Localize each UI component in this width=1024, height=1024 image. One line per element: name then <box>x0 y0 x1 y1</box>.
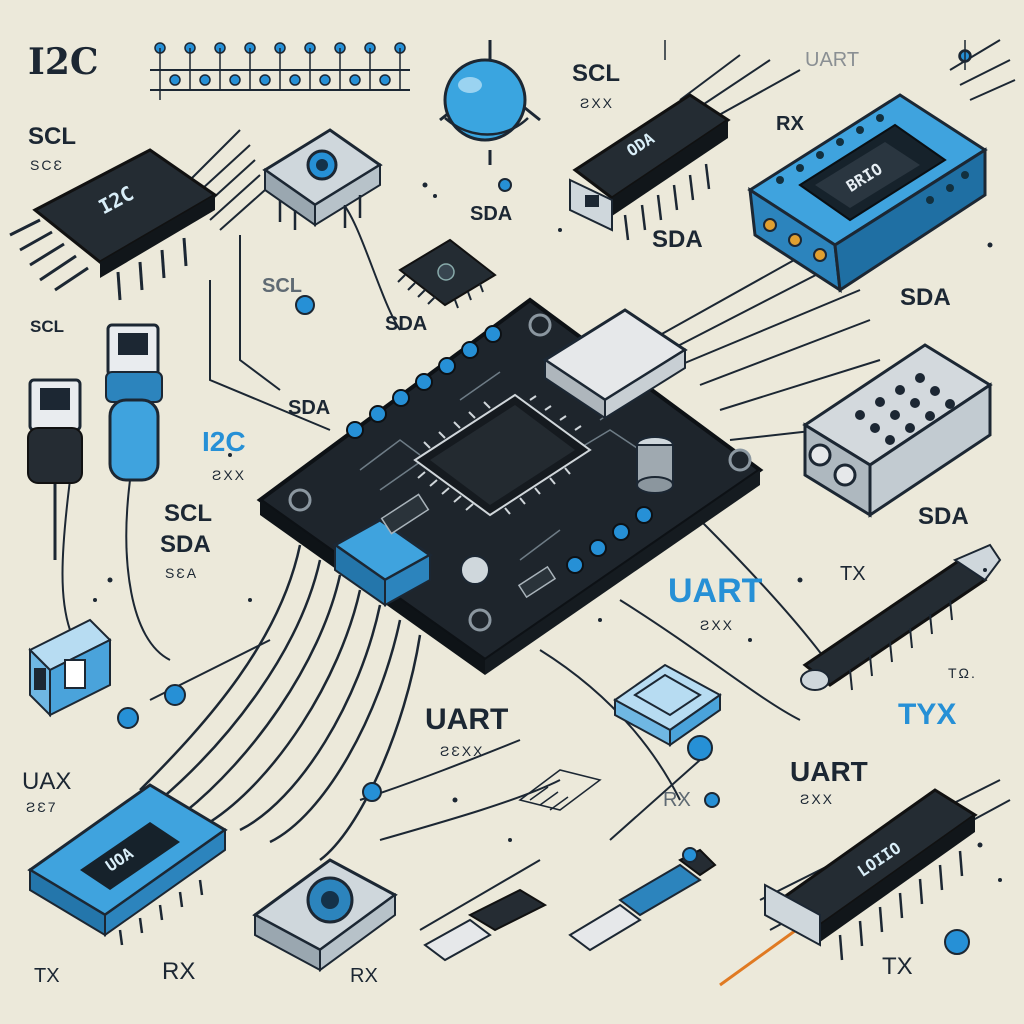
label-sda-mid3: SDA <box>385 313 428 335</box>
usb-module-bottom-left <box>27 783 228 946</box>
label-sda-stack-sub: SƐA <box>165 565 199 581</box>
label-tq-right: TΩ. <box>948 665 977 681</box>
label-uart-lower-right: UART <box>790 756 868 787</box>
sensor-module-top <box>262 128 383 230</box>
usb-cable-left <box>27 378 83 560</box>
label-uart-right-sub: ƧXX <box>700 617 735 633</box>
qfp-chip-small <box>397 238 497 309</box>
label-sda-lower-left: SDA <box>288 397 331 419</box>
label-uart-right: UART <box>668 572 763 610</box>
label-rx-bottom-left: RX <box>162 958 196 985</box>
usb-plug-bottom-2 <box>568 848 717 952</box>
label-uart-center: UART <box>425 703 509 736</box>
label-scl-mid: SCL <box>262 275 302 297</box>
wire-bundle-lower-left <box>139 544 422 861</box>
label-sda-stack: SDA <box>160 531 211 558</box>
label-tx-bottom-right: TX <box>882 953 913 980</box>
connector-block-center <box>613 663 722 747</box>
label-uart-center-sub: ƧƐXX <box>440 743 485 759</box>
sensor-module-bottom <box>252 858 398 972</box>
i2c-node-strip <box>150 42 410 100</box>
label-scl-left-sub: SCƐ <box>30 157 64 173</box>
label-i2c-center: I2C <box>202 426 246 457</box>
schematic-fragments <box>518 40 972 811</box>
usb-plug-bottom-1 <box>423 888 548 962</box>
label-sda-right1: SDA <box>900 284 951 311</box>
main-dev-board <box>256 297 764 675</box>
label-scl-far-left: SCL <box>30 317 64 336</box>
sensor-orb <box>439 40 541 165</box>
label-uax-left: UAX <box>22 768 72 795</box>
label-uax-left-sub: ƧƐ7 <box>26 799 58 815</box>
brio-module <box>747 93 988 293</box>
label-scl-top-sub: ƧXX <box>580 95 615 111</box>
sensor-box-right <box>802 343 993 518</box>
label-uart-lower-right-sub: ƧXX <box>800 791 835 807</box>
label-sda-right2: SDA <box>918 503 969 530</box>
label-rx-center: RX <box>663 789 691 811</box>
label-tx-right: TX <box>840 563 866 585</box>
label-scl-stack: SCL <box>164 500 212 527</box>
dip-chip-right-long <box>800 543 1002 691</box>
label-scl-left: SCL <box>28 123 76 150</box>
label-txy-right: TYX <box>898 698 957 731</box>
scattered-nodes <box>117 50 971 955</box>
label-rx-top: RX <box>776 113 804 135</box>
label-sda-mid1: SDA <box>470 203 513 225</box>
connector-cube-left <box>28 618 112 718</box>
label-sda-mid2: SDA <box>652 226 703 253</box>
label-scl-top: SCL <box>572 60 620 87</box>
usb-cable-left-2 <box>105 323 163 482</box>
label-i2c-top-left: I2C <box>28 41 99 83</box>
label-rx-bottom-center: RX <box>350 965 378 987</box>
dip-chip-bottom-right <box>764 788 978 961</box>
specks <box>93 182 1002 882</box>
i2c-chip <box>9 148 218 301</box>
dip-chip-top-right <box>569 93 731 241</box>
label-uart-top: UART <box>805 49 860 71</box>
label-tx-bottom-left: TX <box>34 965 60 987</box>
label-i2c-center-sub: ƧXX <box>212 467 247 483</box>
